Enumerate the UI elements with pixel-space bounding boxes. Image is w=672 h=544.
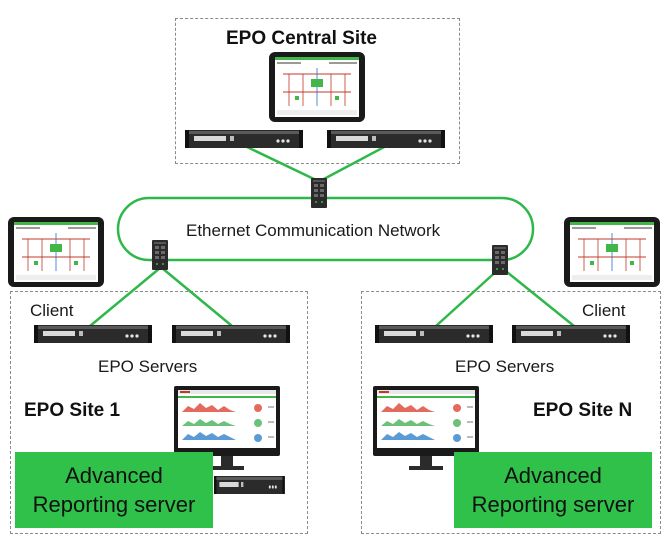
central-site-title: EPO Central Site <box>226 28 377 49</box>
central-site-boundary <box>175 18 460 164</box>
network-label: Ethernet Communication Network <box>186 221 441 240</box>
central-switch-icon <box>311 178 327 208</box>
site1-reporting-line1: Advanced <box>65 463 163 488</box>
siteN-server-2-icon <box>512 325 630 343</box>
siteN-reporting-line2: Reporting server <box>471 492 635 517</box>
site1-client-label: Client <box>30 301 74 320</box>
siteN-server-1-icon <box>375 325 493 343</box>
siteN-client-label: Client <box>582 301 626 320</box>
siteN-reporting-line1: Advanced <box>504 463 602 488</box>
siteN-boundary <box>361 291 661 534</box>
site1-client-tablet-icon <box>7 216 105 288</box>
site1-server-2-icon <box>172 325 290 343</box>
siteN-client-tablet-icon <box>563 216 661 288</box>
siteN-title: EPO Site N <box>533 400 633 421</box>
central-server-1-icon <box>185 130 303 148</box>
siteN-servers-label: EPO Servers <box>455 357 555 376</box>
site1-boundary <box>10 291 308 534</box>
siteN-reporting-callout: Advanced Reporting server <box>454 452 652 528</box>
site1-reporting-line2: Reporting server <box>32 492 196 517</box>
central-tablet-icon <box>268 51 366 123</box>
site1-server-1-icon <box>34 325 152 343</box>
siteN-switch-icon <box>492 245 508 275</box>
site1-reporting-server-icon <box>214 476 285 494</box>
central-server-2-icon <box>327 130 445 148</box>
site1-reporting-callout: Advanced Reporting server <box>15 452 213 528</box>
site1-title: EPO Site 1 <box>24 400 121 421</box>
site1-switch-icon <box>152 240 168 270</box>
site1-servers-label: EPO Servers <box>98 357 198 376</box>
